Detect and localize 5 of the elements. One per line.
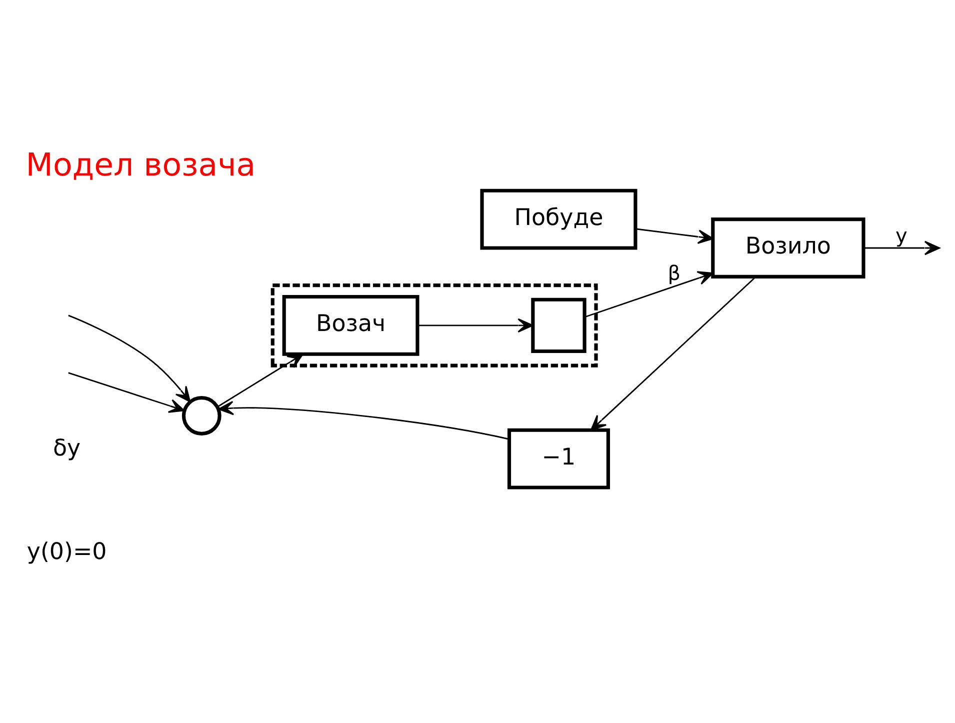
label: y(0)=0 [26, 538, 107, 564]
diagram-title: Модел возача [26, 147, 256, 184]
edge-label: y [896, 223, 908, 248]
label: δy [53, 435, 81, 462]
edge-label: β [668, 260, 681, 284]
